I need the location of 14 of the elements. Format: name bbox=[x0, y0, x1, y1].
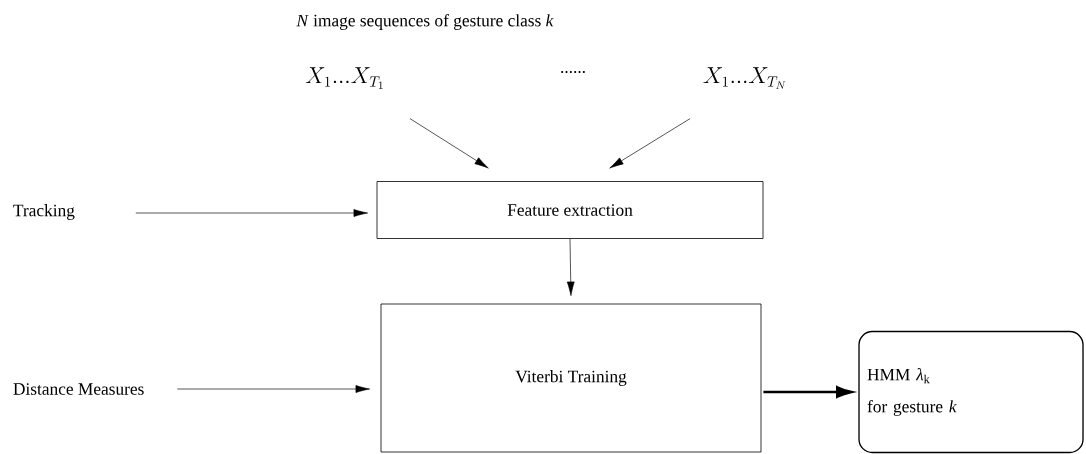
heading-text: N image sequences of gesture class k bbox=[296, 14, 554, 30]
arrow bbox=[135, 209, 368, 217]
output-box: HMM λ$_{k}$ for gesture k bbox=[858, 330, 1084, 454]
input-text: Distance Measures bbox=[13, 383, 144, 395]
arrow bbox=[566, 238, 575, 296]
arrow bbox=[609, 118, 691, 169]
math-text: $X_1...X_{T_1}$ bbox=[305, 67, 383, 89]
math-text: $X_1...X_{T_N}$ bbox=[703, 67, 786, 89]
arrow bbox=[409, 118, 489, 169]
ellipsis-text: ...... bbox=[561, 71, 585, 74]
input-text: Tracking bbox=[13, 204, 75, 220]
process-box: Viterbi Training bbox=[380, 303, 762, 453]
arrow bbox=[176, 385, 370, 393]
process-box: Feature extraction bbox=[376, 181, 764, 239]
